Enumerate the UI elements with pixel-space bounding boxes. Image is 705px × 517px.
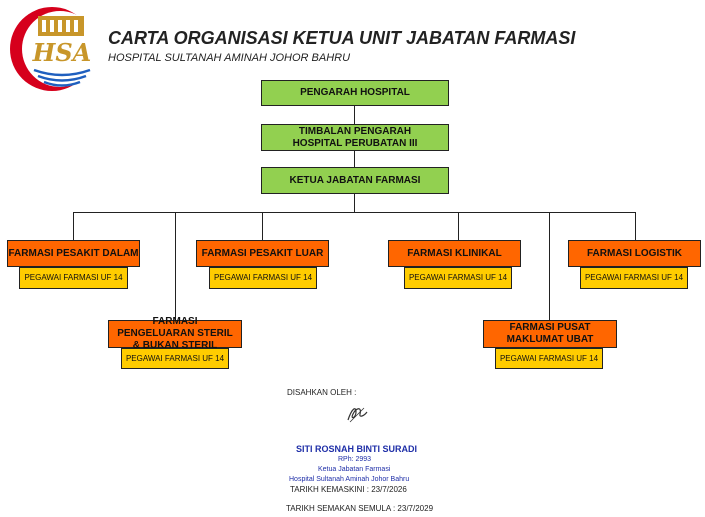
box-timbalan-pengarah: TIMBALAN PENGARAH HOSPITAL PERUBATAN III — [261, 124, 449, 151]
signature-mark — [344, 402, 370, 424]
box-pegawai-pesakit-dalam: PEGAWAI FARMASI UF 14 — [19, 267, 128, 289]
box-farmasi-pesakit-luar: FARMASI PESAKIT LUAR — [196, 240, 329, 267]
update-date: TARIKH KEMASKINI : 23/7/2026 — [290, 485, 407, 494]
signatory-name: SITI ROSNAH BINTI SURADI — [296, 444, 418, 454]
connector-line — [73, 212, 74, 240]
connector-line — [354, 194, 355, 212]
connector-line — [458, 212, 459, 240]
connector-line — [175, 212, 176, 320]
approval-label: DISAHKAN OLEH : — [287, 388, 357, 397]
box-pegawai-pusat-maklumat-ubat: PEGAWAI FARMASI UF 14 — [495, 348, 603, 369]
page-subtitle: HOSPITAL SULTANAH AMINAH JOHOR BAHRU — [108, 52, 351, 64]
box-ketua-jabatan: KETUA JABATAN FARMASI — [261, 167, 449, 194]
box-pengarah-hospital: PENGARAH HOSPITAL — [261, 80, 449, 106]
connector-line — [549, 212, 550, 320]
svg-text:HSA: HSA — [32, 38, 92, 67]
box-farmasi-logistik: FARMASI LOGISTIK — [568, 240, 701, 267]
box-farmasi-pusat-maklumat-ubat: FARMASI PUSAT MAKLUMAT UBAT — [483, 320, 617, 348]
review-date: TARIKH SEMAKAN SEMULA : 23/7/2029 — [286, 504, 434, 513]
connector-line — [262, 212, 263, 240]
box-pegawai-klinikal: PEGAWAI FARMASI UF 14 — [404, 267, 512, 289]
signatory-hospital: Hospital Sultanah Aminah Johor Bahru — [289, 476, 410, 483]
connector-line — [354, 106, 355, 124]
connector-line — [354, 151, 355, 167]
signatory-position: Ketua Jabatan Farmasi — [318, 466, 391, 473]
box-pegawai-pesakit-luar: PEGAWAI FARMASI UF 14 — [209, 267, 317, 289]
hospital-logo: HSA — [4, 6, 100, 92]
connector-line — [73, 212, 636, 213]
box-farmasi-pengeluaran: FARMASI PENGELUARAN STERIL & BUKAN STERI… — [108, 316, 242, 351]
box-pegawai-pengeluaran: PEGAWAI FARMASI UF 14 — [121, 348, 229, 369]
box-farmasi-pesakit-dalam: FARMASI PESAKIT DALAM — [7, 240, 140, 267]
page-title: CARTA ORGANISASI KETUA UNIT JABATAN FARM… — [108, 28, 576, 48]
connector-line — [635, 212, 636, 240]
signatory-rph: RPh: 2993 — [338, 456, 372, 463]
box-farmasi-klinikal: FARMASI KLINIKAL — [388, 240, 521, 267]
box-pegawai-logistik: PEGAWAI FARMASI UF 14 — [580, 267, 688, 289]
